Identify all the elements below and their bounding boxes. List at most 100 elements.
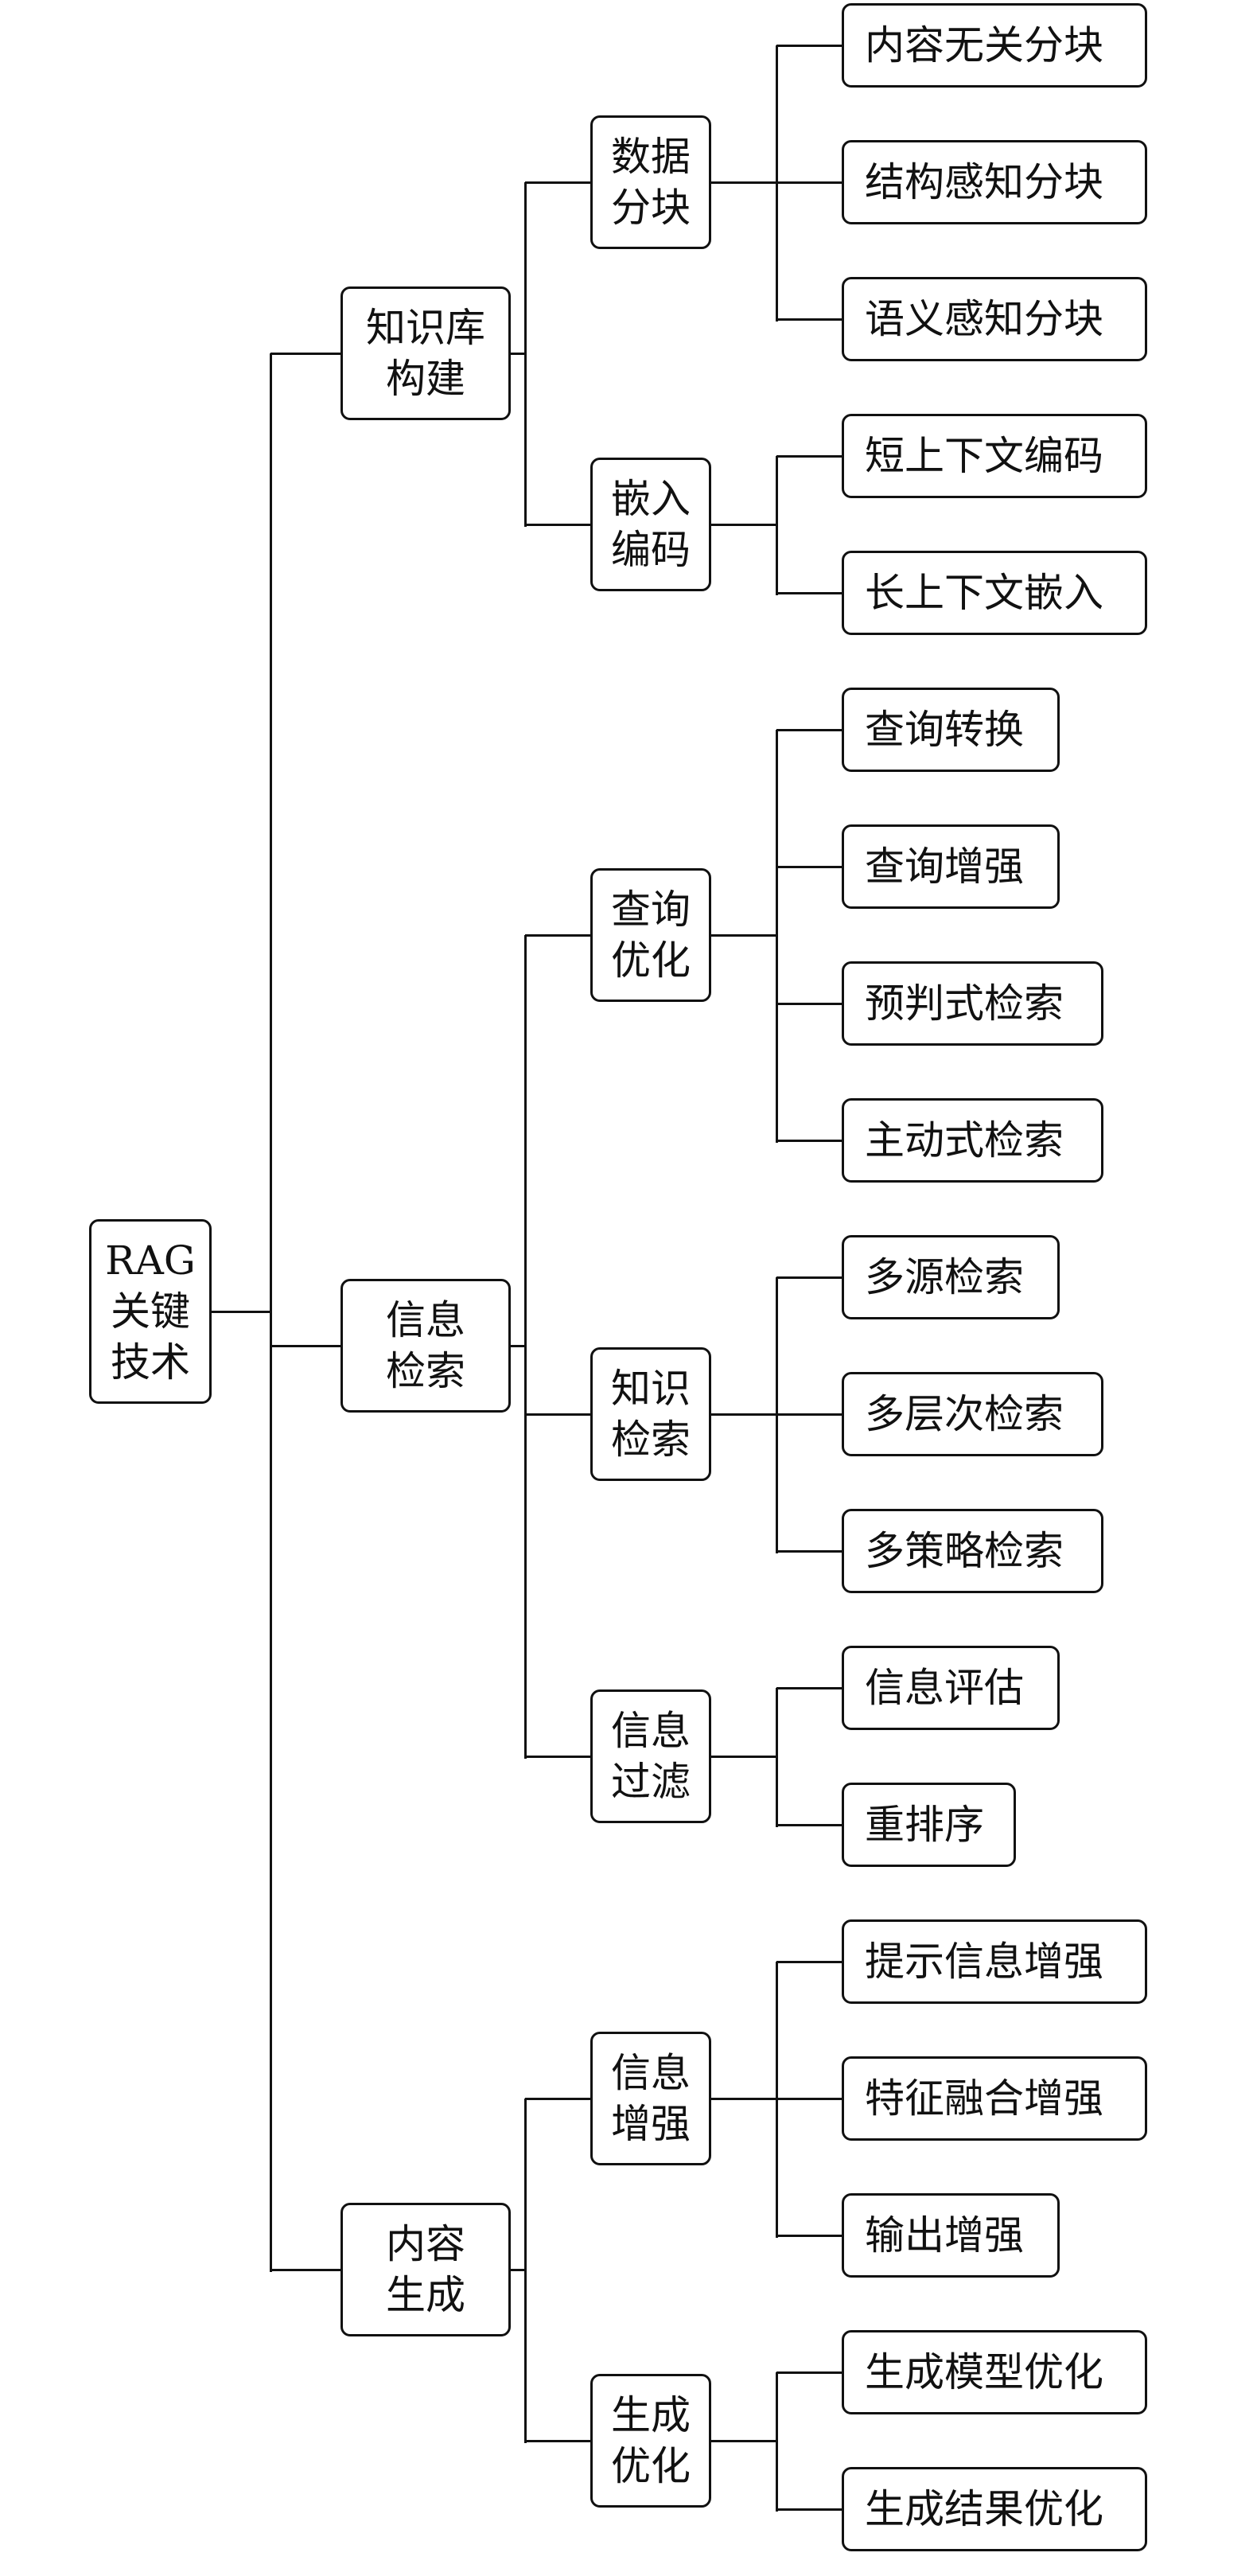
node-label-line: 数据 (611, 134, 691, 180)
connector-branch (776, 728, 842, 731)
connector-branch (776, 1002, 842, 1005)
connector-branch (776, 1686, 842, 1689)
connector-stem (711, 181, 776, 184)
node-label-line: 特征融合增强 (865, 2075, 1103, 2122)
node-label-line: 过滤 (611, 1759, 691, 1805)
branch-node-1-2: 信息过滤 (590, 1689, 711, 1823)
leaf-node-1-0-0: 查询转换 (842, 688, 1060, 772)
node-label-line: 分块 (611, 185, 691, 231)
node-label-line: 多源检索 (865, 1254, 1024, 1300)
node-label-line: 长上下文嵌入 (865, 570, 1103, 616)
node-label-line: 生成 (386, 2272, 465, 2318)
node-label-line: 优化 (611, 2443, 691, 2489)
connector-branch (776, 2097, 842, 2100)
connector-stem (511, 352, 525, 355)
connector-stem (212, 1310, 270, 1313)
branch-node-2-1: 生成优化 (590, 2374, 711, 2508)
leaf-node-0-1-1: 长上下文嵌入 (842, 551, 1147, 635)
connector-branch (776, 1139, 842, 1142)
leaf-node-1-1-0: 多源检索 (842, 1235, 1060, 1319)
connector-bus (775, 1962, 778, 2238)
node-label-line: 内容 (386, 2221, 465, 2267)
connector-branch (776, 1960, 842, 1963)
branch-node-1: 信息检索 (340, 1279, 511, 1413)
connector-stem (711, 523, 776, 526)
node-label-line: 优化 (611, 937, 691, 984)
branch-node-1-1: 知识检索 (590, 1347, 711, 1481)
branch-node-2: 内容生成 (340, 2203, 511, 2336)
node-label-line: 多层次检索 (865, 1391, 1064, 1437)
branch-node-1-0: 查询优化 (590, 868, 711, 1002)
leaf-node-1-0-3: 主动式检索 (842, 1098, 1103, 1183)
connector-branch (270, 1344, 340, 1347)
connector-bus (523, 935, 527, 1759)
node-label-line: 主动式检索 (865, 1117, 1064, 1163)
connector-branch (776, 1549, 842, 1553)
leaf-node-0-0-1: 结构感知分块 (842, 140, 1147, 224)
leaf-node-1-0-1: 查询增强 (842, 824, 1060, 909)
node-label-line: 信息评估 (865, 1665, 1024, 1711)
node-label-line: 查询 (611, 887, 691, 933)
branch-node-0-0: 数据分块 (590, 115, 711, 249)
leaf-node-1-2-0: 信息评估 (842, 1646, 1060, 1730)
connector-branch (776, 2508, 842, 2511)
node-label-line: 生成结果优化 (865, 2486, 1103, 2532)
node-label-line: 信息 (386, 1297, 465, 1343)
branch-node-0: 知识库构建 (340, 286, 511, 420)
node-label-line: 语义感知分块 (865, 296, 1103, 342)
node-label-line: 编码 (611, 527, 691, 573)
connector-branch (776, 591, 842, 594)
connector-stem (711, 1755, 776, 1758)
node-label-line: 查询增强 (865, 844, 1024, 890)
node-label-line: RAG (105, 1237, 196, 1284)
node-label-line: 信息 (611, 2050, 691, 2096)
node-label-line: 技术 (111, 1339, 190, 1385)
branch-node-2-0: 信息增强 (590, 2032, 711, 2165)
leaf-node-0-0-2: 语义感知分块 (842, 277, 1147, 361)
leaf-node-1-1-1: 多层次检索 (842, 1372, 1103, 1456)
node-label-line: 构建 (386, 356, 465, 402)
node-label-line: 检索 (611, 1417, 691, 1463)
connector-stem (511, 1344, 525, 1347)
leaf-node-2-0-1: 特征融合增强 (842, 2056, 1147, 2141)
connector-stem (711, 933, 776, 937)
leaf-node-1-2-1: 重排序 (842, 1783, 1016, 1867)
connector-branch (270, 352, 340, 355)
node-label-line: 检索 (386, 1348, 465, 1394)
connector-branch (525, 523, 590, 526)
leaf-node-0-1-0: 短上下文编码 (842, 414, 1147, 498)
node-label-line: 提示信息增强 (865, 1939, 1103, 1985)
connector-branch (776, 181, 842, 184)
connector-stem (711, 2439, 776, 2442)
node-label-line: 关键 (111, 1288, 190, 1335)
node-label-line: 结构感知分块 (865, 159, 1103, 205)
connector-stem (711, 1413, 776, 1416)
connector-bus (775, 1688, 778, 1827)
connector-branch (776, 865, 842, 868)
node-label-line: 知识 (611, 1366, 691, 1412)
connector-bus (523, 2099, 527, 2443)
connector-bus (775, 45, 778, 322)
connector-branch (525, 2439, 590, 2442)
connector-branch (776, 44, 842, 47)
node-label-line: 内容无关分块 (865, 22, 1103, 68)
leaf-node-2-0-2: 输出增强 (842, 2193, 1060, 2278)
node-label-line: 生成模型优化 (865, 2349, 1103, 2395)
connector-branch (776, 1823, 842, 1826)
connector-branch (525, 2097, 590, 2100)
connector-branch (776, 454, 842, 458)
node-label-line: 短上下文编码 (865, 433, 1103, 479)
node-label-line: 嵌入 (611, 476, 691, 522)
connector-branch (270, 2268, 340, 2271)
node-label-line: 查询转换 (865, 707, 1024, 753)
leaf-node-2-0-0: 提示信息增强 (842, 1919, 1147, 2004)
connector-bus (775, 456, 778, 595)
connector-branch (525, 181, 590, 184)
connector-bus (523, 182, 527, 527)
connector-branch (776, 1413, 842, 1416)
node-label-line: 生成 (611, 2392, 691, 2438)
connector-bus (775, 1277, 778, 1553)
node-label-line: 预判式检索 (865, 980, 1064, 1027)
connector-stem (711, 2097, 776, 2100)
